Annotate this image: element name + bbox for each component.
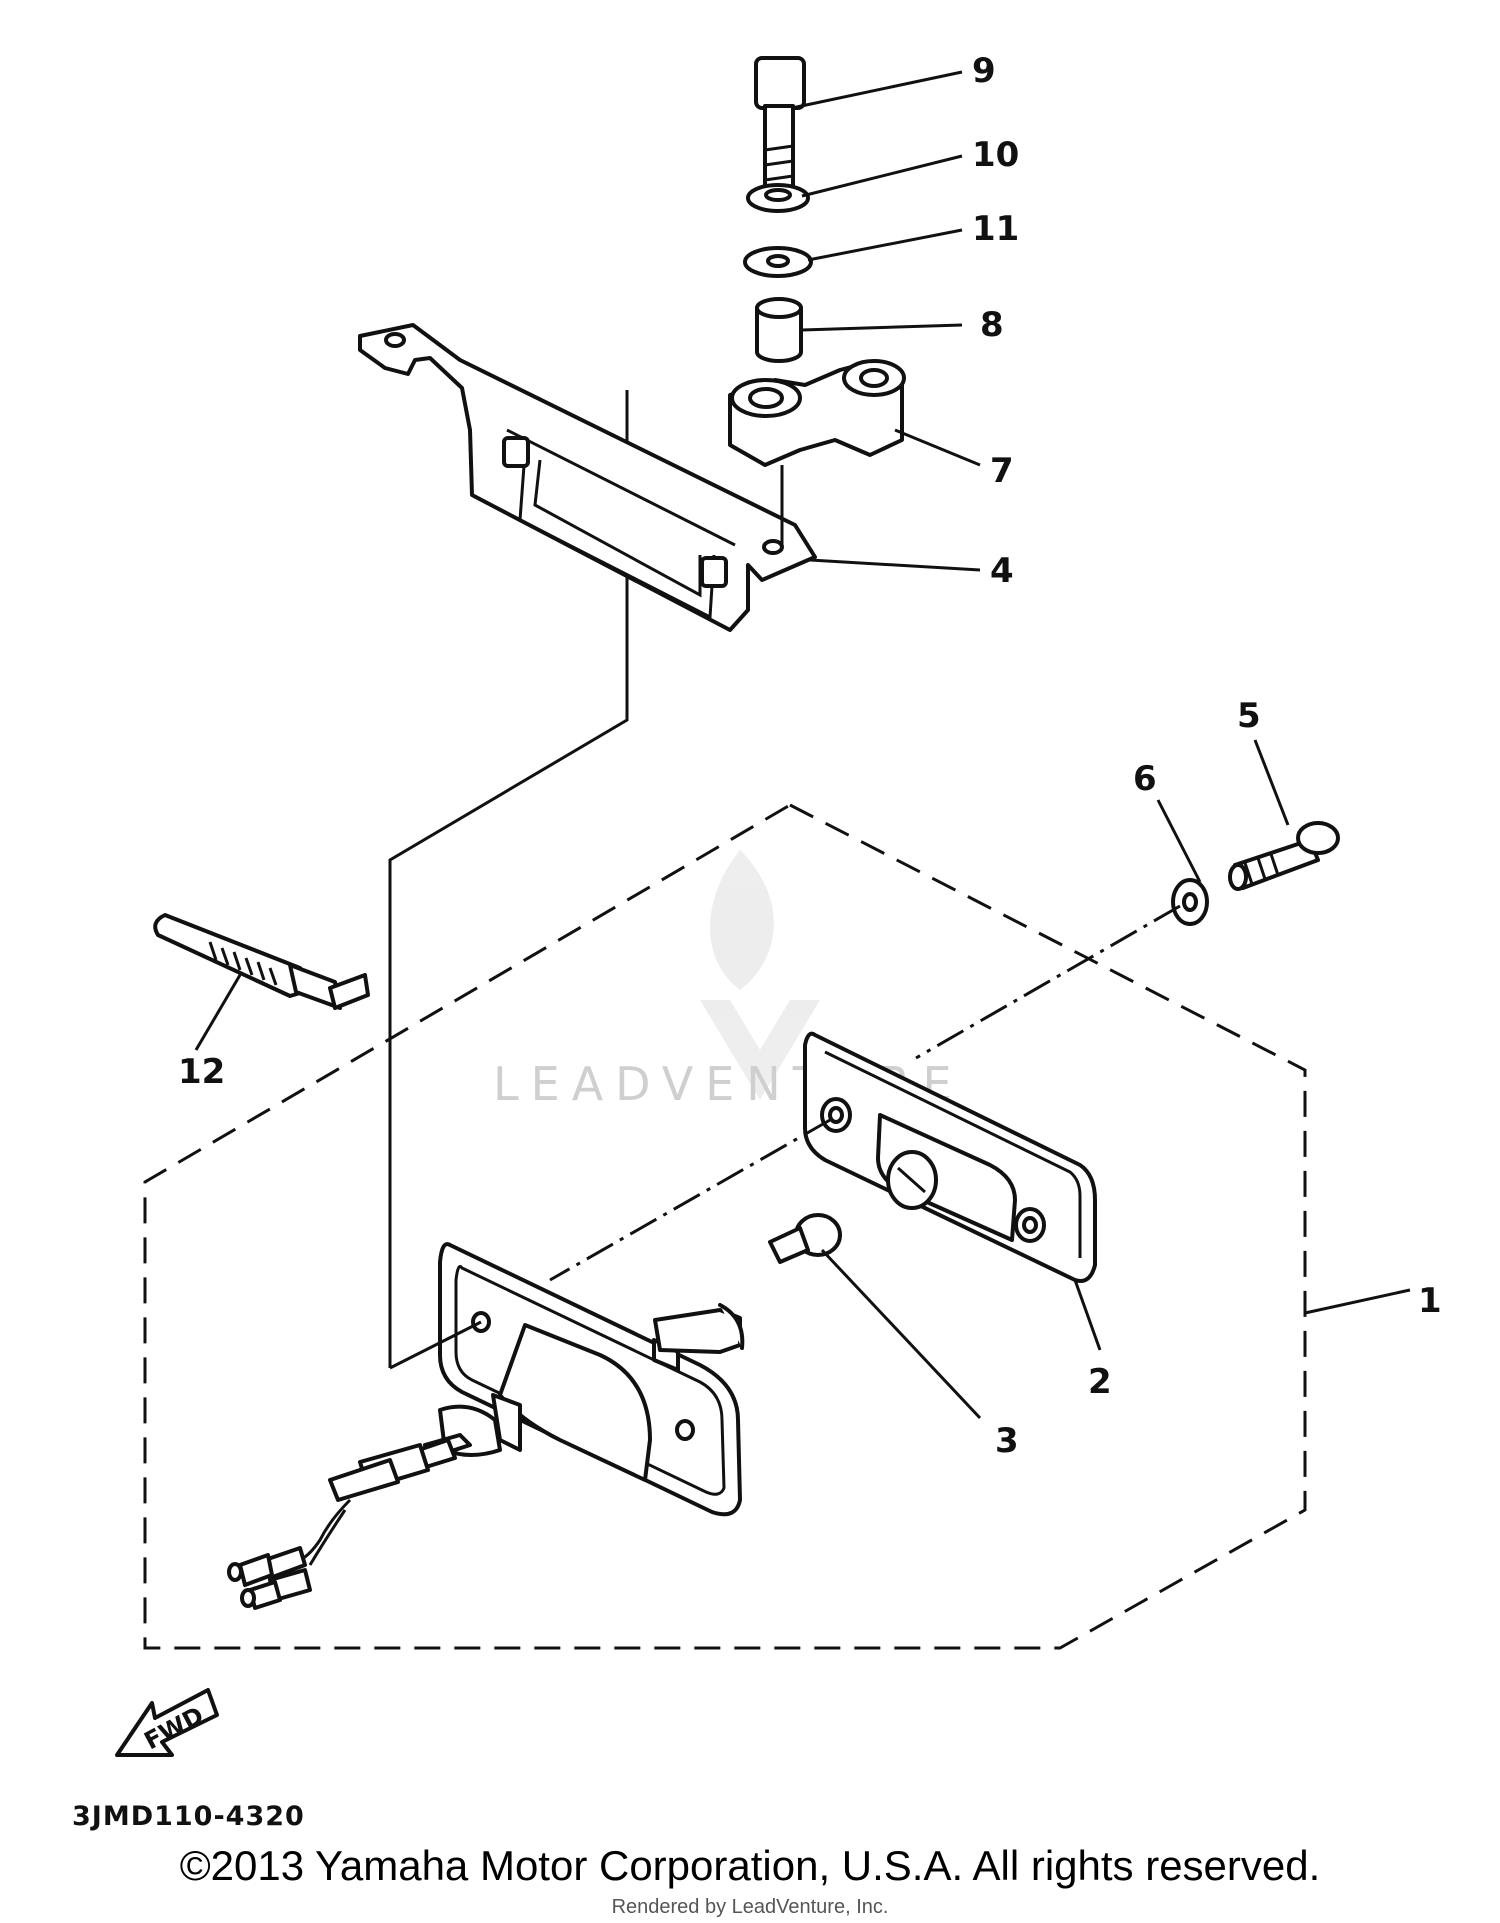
copyright-notice: ©2013 Yamaha Motor Corporation, U.S.A. A… [179, 1842, 1321, 1889]
screw-part [1228, 821, 1340, 891]
rendered-by-notice: Rendered by LeadVenture, Inc. [611, 1896, 889, 1918]
callout-6: 6 [1133, 759, 1157, 799]
callout-11: 11 [972, 209, 1019, 249]
assembly-outline [143, 803, 1307, 1650]
bracket-part [358, 323, 817, 632]
callout-10: 10 [972, 135, 1019, 175]
lamp-axis-line [549, 1118, 831, 1282]
washer-6-part [1171, 878, 1209, 926]
callout-12: 12 [178, 1052, 225, 1092]
assembly-axis-line [915, 904, 1181, 1060]
lock-washer-part [746, 183, 810, 213]
fwd-arrow-icon [115, 1688, 219, 1757]
part-code: 3JMD110-4320 [72, 1801, 305, 1832]
cable-tie-part [153, 913, 370, 1010]
stay-part [728, 359, 906, 467]
callout-7: 7 [990, 451, 1014, 491]
collar-part [755, 297, 803, 363]
callout-2: 2 [1088, 1362, 1112, 1402]
callout-5: 5 [1237, 696, 1261, 736]
callout-3: 3 [995, 1421, 1019, 1461]
lamp-base-part [227, 1242, 745, 1610]
callout-9: 9 [972, 51, 996, 91]
bulb-part [768, 1213, 842, 1264]
watermark-logo-icon [700, 850, 820, 1100]
washer-part [743, 246, 813, 278]
lens-part [803, 1031, 1097, 1283]
callout-8: 8 [980, 305, 1004, 345]
lamp-base-line [389, 1320, 482, 1370]
callout-4: 4 [990, 551, 1014, 591]
callout-1: 1 [1418, 1281, 1442, 1321]
leader-lines [194, 70, 1411, 1420]
